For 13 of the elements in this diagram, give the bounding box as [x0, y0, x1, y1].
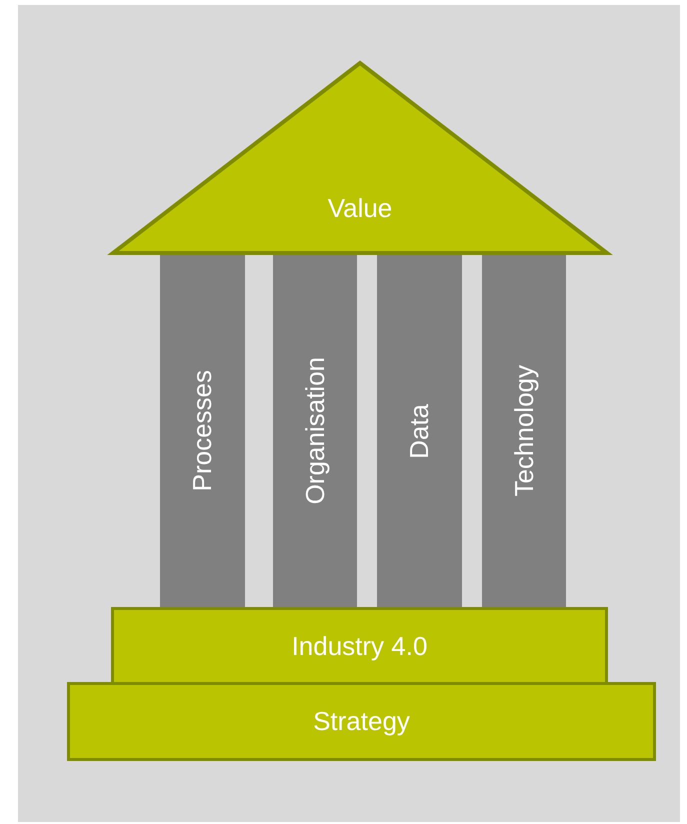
roof-label: Value [328, 193, 392, 224]
pillar-label: Organisation [300, 357, 330, 505]
slab-label: Strategy [313, 706, 410, 737]
pillar [273, 252, 357, 610]
foundation-slab [111, 607, 608, 685]
slab-label: Industry 4.0 [292, 630, 428, 662]
pillar [377, 252, 462, 610]
pillar-label: Technology [508, 365, 540, 497]
pillar-label: Processes [187, 370, 218, 492]
pillar [160, 252, 245, 610]
pillar-label: Data [404, 404, 435, 458]
foundation-slab [67, 682, 656, 761]
pillar [482, 252, 566, 610]
